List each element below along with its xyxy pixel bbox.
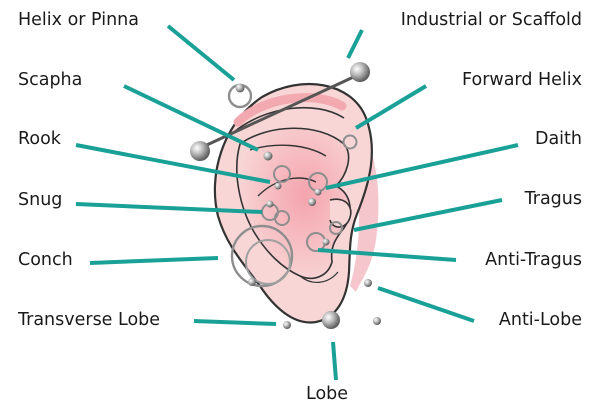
leader-helix: [166, 24, 236, 82]
leader-lobe: [331, 341, 338, 381]
leader-industrial: [346, 29, 364, 59]
label-daith: Daith: [534, 129, 582, 149]
label-industrial: Industrial or Scaffold: [400, 10, 582, 30]
leader-conch: [89, 256, 219, 265]
label-anti-lobe: Anti-Lobe: [498, 310, 582, 330]
label-forward-helix: Forward Helix: [462, 70, 582, 90]
leader-daith: [325, 143, 519, 190]
label-helix: Helix or Pinna: [18, 10, 139, 30]
helix-ball: [235, 83, 245, 93]
industrial-ball-right: [350, 62, 370, 82]
scapha-stud: [263, 151, 273, 161]
leader-transverse-lobe: [193, 319, 277, 326]
helix-inner-line: [233, 106, 345, 133]
tragus-shape: [329, 198, 352, 228]
label-conch: Conch: [18, 250, 73, 270]
lobe-stud: [322, 311, 340, 329]
industrial-ball-left: [190, 141, 210, 161]
label-anti-tragus: Anti-Tragus: [485, 250, 582, 270]
leader-lines: [75, 24, 519, 381]
leader-rook: [75, 143, 271, 184]
label-tragus: Tragus: [524, 189, 582, 209]
label-scapha: Scapha: [18, 70, 83, 90]
lobe-crease: [299, 271, 339, 283]
label-transverse-lobe: Transverse Lobe: [18, 310, 161, 330]
leader-scapha: [123, 84, 259, 152]
leader-tragus: [353, 198, 503, 232]
leader-anti-tragus: [317, 248, 457, 262]
leader-forward-helix: [354, 84, 428, 130]
anti-lobe-stud: [364, 279, 372, 287]
label-lobe: Lobe: [306, 384, 349, 404]
leader-snug: [75, 202, 263, 214]
helix-rim: [233, 93, 347, 127]
leader-anti-lobe: [377, 286, 475, 323]
label-rook: Rook: [18, 129, 61, 149]
label-snug: Snug: [18, 190, 63, 210]
